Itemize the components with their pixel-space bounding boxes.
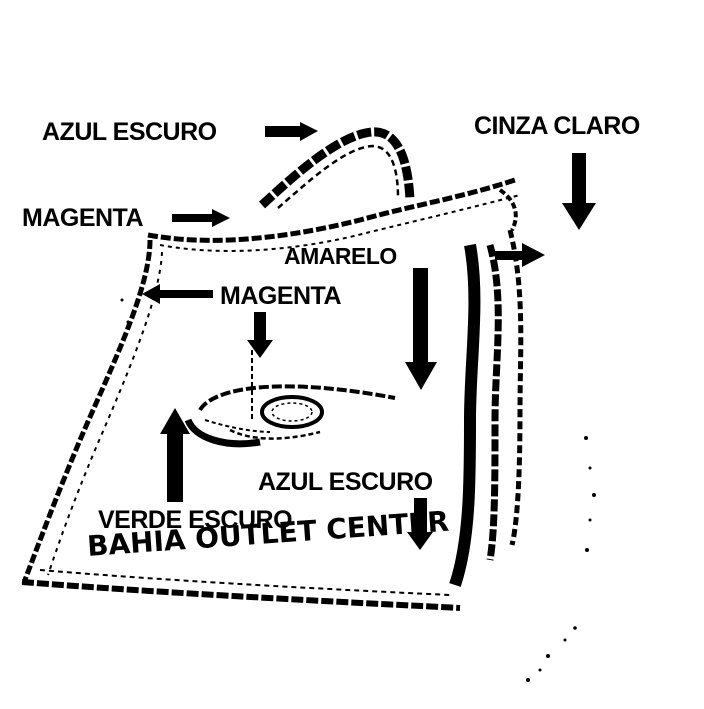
label-amarelo: AMARELO [284, 243, 397, 269]
label-magenta-upper: MAGENTA [22, 204, 144, 232]
bag-rim-fold [159, 194, 521, 252]
speckle-marks [120, 298, 596, 682]
arrow-azul-escuro-top [265, 122, 318, 141]
label-magenta-lower: MAGENTA [220, 282, 342, 310]
bag-top-rim [147, 177, 516, 243]
label-azul-escuro-lower: AZUL ESCURO [258, 468, 433, 496]
arrow-cinza-claro [562, 153, 596, 230]
bag-bottom-inner [39, 569, 451, 596]
bag-right-gusset-mid [486, 244, 502, 561]
bag-handle [258, 127, 415, 209]
label-cinza-claro: CINZA CLARO [474, 112, 640, 140]
bag-left-side [22, 239, 153, 581]
arrow-amarelo-right [495, 243, 545, 267]
bag-right-gusset-inner [507, 229, 524, 546]
bag-right-gusset-outer [449, 243, 481, 587]
bag-handle-inner [277, 144, 400, 209]
arrow-magenta-upper [172, 209, 230, 227]
bag-right-top [498, 188, 518, 231]
arrow-magenta-lower-down [247, 312, 273, 358]
bag-bottom [21, 579, 461, 611]
label-azul-escuro-top: AZUL ESCURO [42, 118, 217, 146]
label-verde-escuro: VERDE ESCURO [98, 506, 293, 534]
arrow-amarelo-down [405, 268, 437, 390]
arrow-magenta-lower [142, 284, 213, 304]
arrow-azul-escuro-lower [407, 498, 433, 550]
swirl-logo [184, 350, 396, 448]
arrow-verde-escuro [160, 408, 190, 502]
